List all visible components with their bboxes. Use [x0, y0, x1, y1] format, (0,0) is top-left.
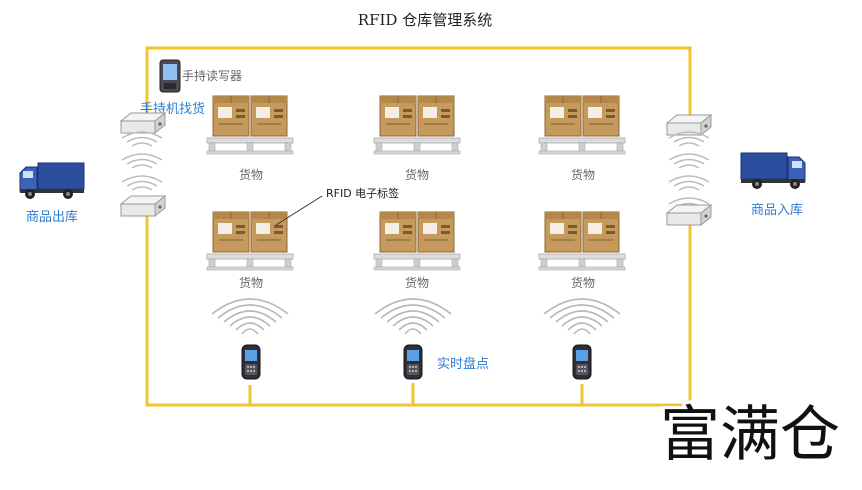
realtime-inventory-label: 实时盘点 — [437, 356, 489, 372]
handheld-reader-icon — [159, 59, 181, 93]
rfid-gate-reader-icon — [120, 195, 166, 217]
cargo-pallet-icon — [374, 212, 460, 270]
outbound-label: 商品出库 — [26, 209, 78, 225]
phone-reader-icon — [241, 344, 261, 380]
rfid-gate-reader-icon — [120, 112, 166, 134]
watermark: 富满仓 — [660, 400, 840, 470]
phone-reader-icon — [403, 344, 423, 380]
goods-label: 货物 — [405, 275, 429, 290]
cargo-pallet-icon — [207, 212, 293, 270]
rfid-tag-label: RFID 电子标签 — [326, 186, 399, 200]
phone-reader-icon — [572, 344, 592, 380]
cargo-pallet-icon — [539, 212, 625, 270]
cargo-pallet-icon — [207, 96, 293, 154]
inbound-label: 商品入库 — [751, 202, 803, 218]
goods-label: 货物 — [239, 275, 263, 290]
outbound-truck-icon — [19, 162, 85, 200]
wifi-signal-icon — [543, 298, 621, 335]
cargo-pallet-icon — [374, 96, 460, 154]
network-frame — [145, 46, 692, 407]
goods-label: 货物 — [571, 275, 595, 290]
diagram-title: RFID 仓库管理系统 — [358, 11, 492, 29]
wifi-signal-icon — [211, 298, 289, 335]
handheld-reader-label: 手持读写器 — [182, 68, 242, 83]
goods-label: 货物 — [571, 167, 595, 182]
rfid-tag-pointer — [275, 195, 323, 226]
inbound-truck-icon — [740, 152, 806, 190]
goods-label: 货物 — [239, 167, 263, 182]
rfid-gate-reader-icon — [666, 204, 712, 226]
wifi-signal-icon — [668, 131, 710, 209]
goods-label: 货物 — [405, 167, 429, 182]
cargo-pallet-icon — [539, 96, 625, 154]
wifi-signal-icon — [374, 298, 452, 335]
